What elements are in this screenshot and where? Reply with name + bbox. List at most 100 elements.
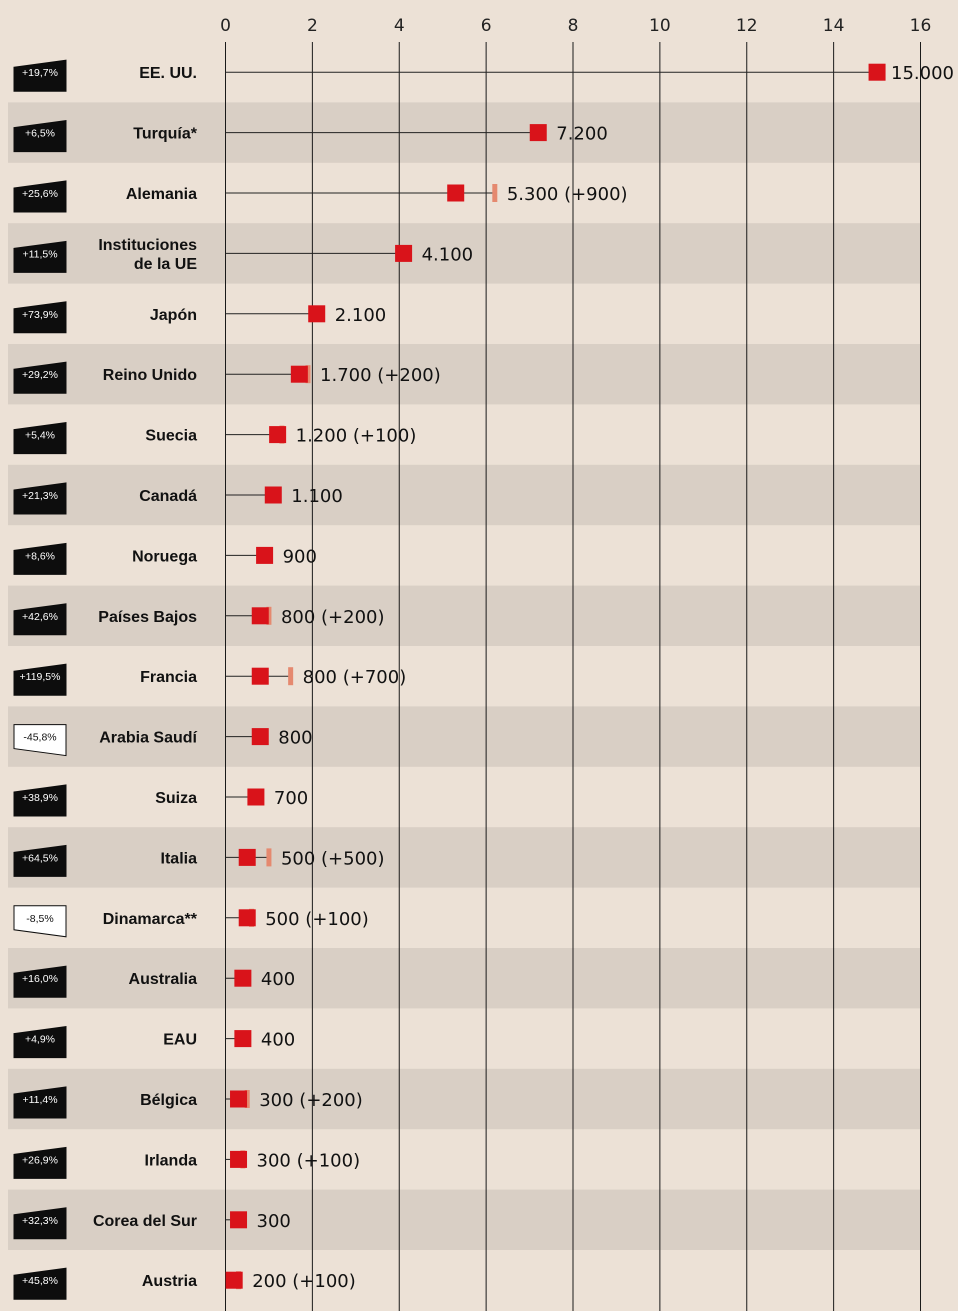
value-marker (251, 667, 269, 685)
change-badge (13, 1026, 67, 1059)
change-badge (13, 482, 67, 515)
change-badge (13, 542, 67, 575)
value-label: 500 (+100) (265, 909, 369, 930)
value-label: 300 (+100) (257, 1150, 361, 1171)
value-marker (230, 1150, 248, 1168)
country-label: Japón (150, 307, 197, 324)
change-badge (13, 59, 67, 92)
change-label: +42,6% (22, 611, 58, 623)
change-label: -8,5% (26, 913, 53, 925)
x-tick-label: 16 (910, 16, 932, 36)
value-label: 1.700 (+200) (320, 365, 441, 386)
country-label: Suiza (155, 790, 197, 807)
value-marker (230, 1090, 248, 1108)
change-label: +26,9% (22, 1154, 58, 1166)
pending-marker (492, 184, 498, 202)
value-marker (256, 546, 274, 564)
value-label: 300 (257, 1211, 291, 1232)
row: +29,2% Reino Unido 1.700 (+200) (13, 361, 441, 394)
row-band (8, 344, 920, 405)
change-label: +11,5% (22, 248, 57, 260)
change-badge (13, 603, 67, 636)
x-tick-label: 0 (220, 16, 231, 36)
value-label: 1.200 (+100) (296, 426, 417, 447)
value-marker (868, 63, 886, 81)
value-label: 300 (+200) (259, 1090, 363, 1111)
change-badge (13, 120, 67, 153)
value-marker (308, 305, 326, 323)
data-rows: +19,7%EE. UU.15.000 +6,5%Turquía*7.200 +25… (13, 59, 954, 1300)
value-marker (251, 607, 269, 625)
country-label: Reino Unido (103, 367, 197, 384)
country-label: EAU (163, 1032, 197, 1049)
row-band (8, 223, 920, 284)
change-badge (13, 724, 67, 757)
country-label: Instituciones (98, 237, 197, 254)
value-marker (230, 1211, 248, 1229)
value-marker (251, 728, 269, 746)
row-band (8, 1068, 920, 1130)
value-label: 7.200 (556, 124, 608, 145)
change-label: +119,5% (20, 671, 61, 683)
country-label: Alemania (126, 186, 197, 203)
x-tick-label: 6 (481, 16, 492, 36)
change-badge (13, 1146, 67, 1179)
value-label: 700 (274, 788, 308, 809)
row-band (8, 706, 920, 767)
country-label: Francia (140, 669, 197, 686)
value-label: 200 (+100) (252, 1271, 356, 1292)
value-marker (264, 486, 282, 504)
value-marker (529, 124, 547, 142)
value-label: 500 (+500) (281, 848, 385, 869)
pending-marker (266, 848, 272, 867)
value-label: 1.100 (291, 486, 343, 507)
change-badge (13, 1207, 67, 1240)
x-tick-label: 8 (568, 16, 579, 36)
country-label: EE. UU. (139, 65, 197, 82)
row: +19,7%EE. UU.15.000 (13, 59, 954, 92)
change-label: +29,2% (22, 369, 58, 381)
value-marker (290, 365, 308, 383)
change-label: +11,4% (22, 1094, 57, 1106)
row: +6,5%Turquía*7.200 (13, 120, 608, 153)
value-label: 400 (261, 969, 295, 990)
value-label: 800 (+700) (303, 667, 407, 688)
value-marker (225, 1271, 243, 1289)
change-badge (13, 844, 67, 877)
x-tick-label: 2 (307, 16, 318, 36)
value-marker (395, 244, 413, 262)
country-label: Austria (142, 1273, 197, 1290)
change-label: +5,4% (25, 430, 55, 442)
country-label: Noruega (132, 548, 197, 565)
change-badge (13, 361, 67, 394)
change-badge (13, 905, 67, 938)
change-label: +32,3% (22, 1215, 58, 1227)
change-label: +16,0% (22, 973, 58, 985)
change-label: +73,9% (22, 309, 58, 321)
row: +119,5% Francia 800 (+700) (13, 663, 407, 696)
change-badge (13, 663, 67, 696)
value-marker (247, 788, 265, 806)
change-badge (13, 301, 67, 334)
country-label: Arabia Saudí (99, 730, 197, 747)
value-label: 400 (261, 1030, 295, 1051)
pending-marker (288, 667, 294, 686)
change-label: +64,5% (22, 852, 58, 864)
country-label: Irlanda (145, 1152, 198, 1169)
value-label: 800 (278, 728, 312, 749)
change-badge (13, 784, 67, 817)
change-badge (13, 1267, 67, 1300)
change-badge (13, 240, 67, 273)
value-label: 4.100 (422, 244, 474, 265)
x-tick-label: 12 (736, 16, 758, 36)
